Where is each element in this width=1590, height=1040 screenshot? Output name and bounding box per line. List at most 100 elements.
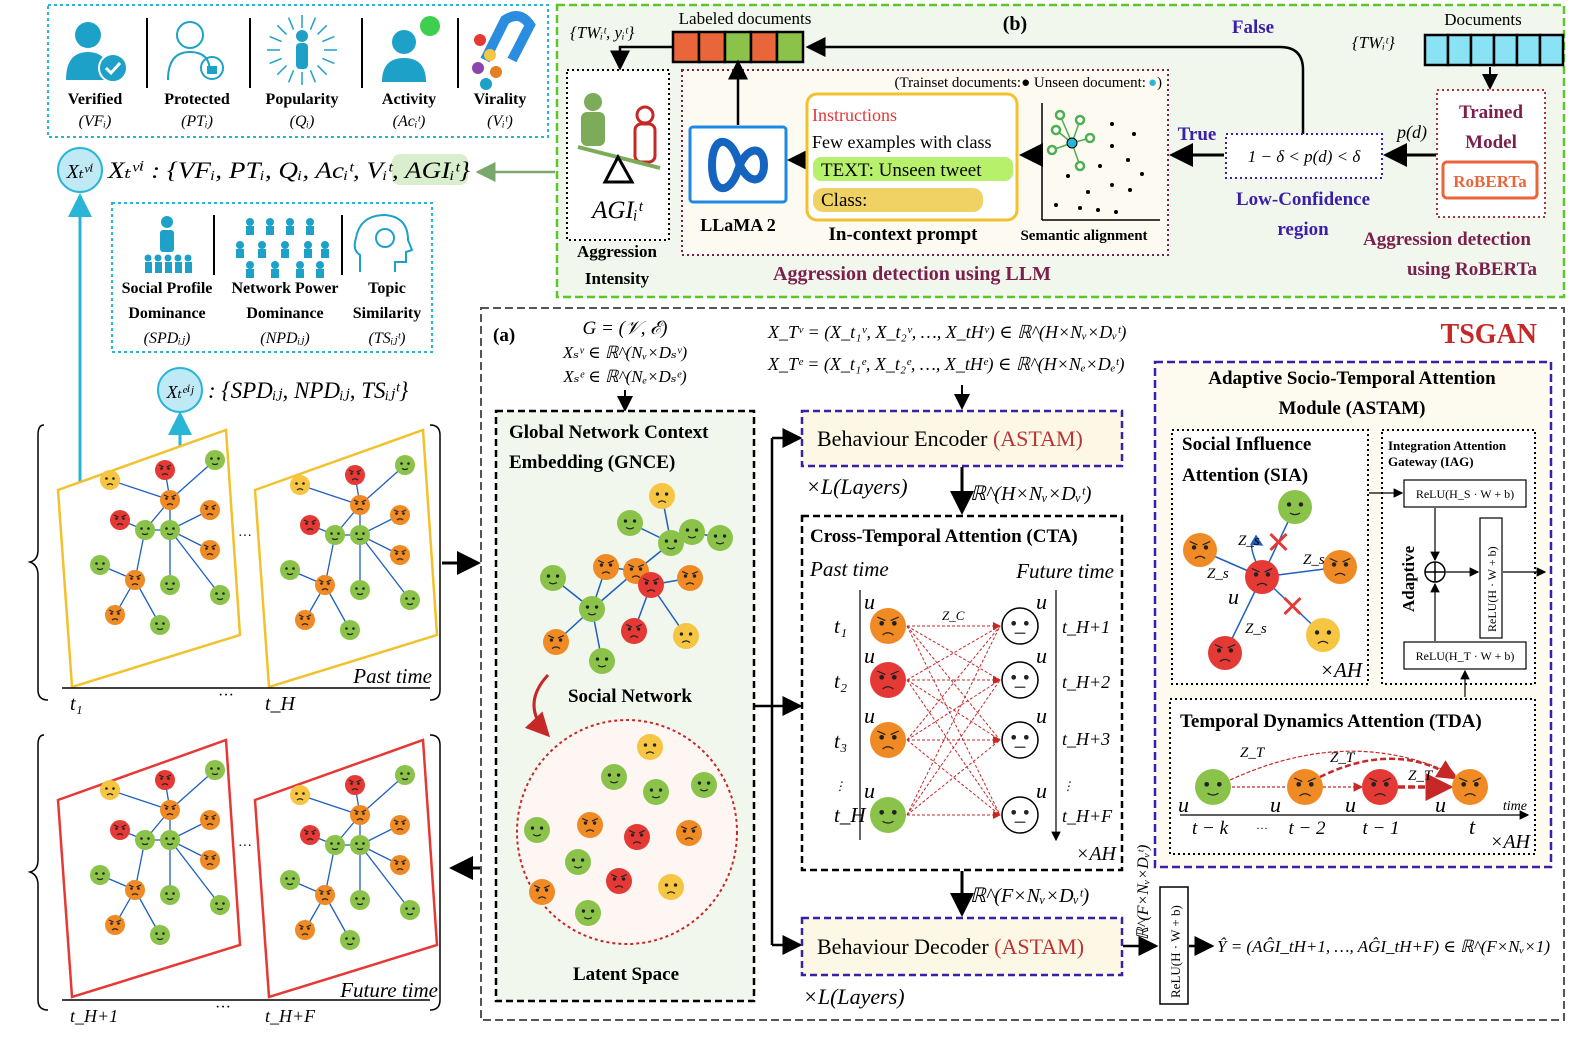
face-brow bbox=[163, 494, 177, 498]
region-label: region bbox=[1277, 219, 1329, 240]
face-eye bbox=[713, 534, 718, 538]
protected-user-icon bbox=[167, 21, 224, 81]
user-emoji-calm bbox=[643, 779, 669, 805]
tda-heads: ×AH bbox=[1490, 831, 1532, 853]
face-eye bbox=[891, 620, 897, 626]
face-circle bbox=[105, 605, 125, 625]
face-circle bbox=[350, 805, 370, 825]
past-time-caption: Past time bbox=[352, 664, 432, 688]
network-edge bbox=[169, 769, 216, 811]
face-eye bbox=[155, 622, 158, 625]
user-emoji-annoyed bbox=[1287, 769, 1323, 805]
face-circle bbox=[673, 623, 699, 649]
face-eye bbox=[685, 528, 690, 532]
face-brow bbox=[627, 563, 645, 568]
online-dot bbox=[420, 16, 440, 36]
face-eye bbox=[692, 574, 697, 578]
ray bbox=[287, 17, 295, 30]
tda-tick: t − k bbox=[1192, 818, 1229, 839]
future-dots: ··· bbox=[215, 999, 231, 1016]
face-eye bbox=[165, 892, 168, 895]
user-emoji-annoyed bbox=[125, 570, 145, 590]
face-mouth bbox=[351, 478, 359, 481]
semantic-caption: Semantic alignment bbox=[1020, 228, 1147, 244]
edge-feature-formula: : {SPDᵢⱼ, NPDᵢⱼ, TSᵢⱼᵗ} bbox=[208, 378, 408, 403]
face-eye bbox=[655, 492, 660, 496]
face-brow bbox=[128, 574, 142, 578]
face-eye bbox=[1298, 502, 1304, 507]
person-head bbox=[306, 218, 314, 226]
face-circle bbox=[350, 835, 370, 855]
face-circle bbox=[160, 885, 180, 905]
trainset-neighbor bbox=[1074, 160, 1086, 172]
face-eye bbox=[627, 627, 632, 631]
face-eye bbox=[608, 563, 613, 567]
user-label: u bbox=[1036, 703, 1047, 728]
astam-subtitle: Module (ASTAM) bbox=[1279, 398, 1426, 419]
feature-popularity: Popularity (Qᵢ) bbox=[266, 91, 339, 130]
face-circle bbox=[617, 510, 643, 536]
face-eye bbox=[130, 887, 133, 890]
face-circle bbox=[870, 608, 906, 644]
face-mouth bbox=[406, 602, 414, 606]
face-mouth bbox=[651, 796, 661, 799]
cross-attention-link bbox=[906, 625, 1001, 816]
face-circle bbox=[575, 900, 601, 926]
user-emoji-annoyed bbox=[1323, 550, 1357, 584]
trainset-neighbor bbox=[1050, 124, 1062, 136]
few-examples-text: Few examples with class bbox=[812, 132, 991, 152]
user-emoji-angry bbox=[155, 460, 175, 480]
face-eye bbox=[1371, 781, 1377, 787]
face-eye bbox=[330, 842, 333, 845]
face-circle bbox=[160, 520, 180, 540]
face-eye bbox=[172, 892, 175, 895]
face-eye bbox=[1308, 781, 1314, 787]
user-label: u bbox=[864, 703, 875, 728]
user-emoji-calm bbox=[565, 849, 591, 875]
user-emoji-angry bbox=[1362, 769, 1398, 805]
user-emoji-angry bbox=[1208, 636, 1242, 670]
user-emoji-neutral bbox=[1001, 607, 1039, 645]
relu-social-box bbox=[1403, 479, 1527, 508]
face-eye bbox=[395, 862, 398, 865]
face-brow bbox=[393, 859, 407, 863]
face-mouth bbox=[396, 518, 404, 521]
user-emoji-calm bbox=[340, 620, 360, 640]
user-emoji-calm bbox=[90, 865, 110, 885]
face-eye bbox=[345, 627, 348, 630]
face-eye bbox=[1023, 620, 1029, 626]
user-emoji-neutral bbox=[1001, 796, 1039, 834]
face-brow bbox=[353, 809, 367, 813]
left-brace bbox=[27, 424, 49, 701]
face-eye bbox=[1011, 734, 1017, 740]
virality-magnet-icon bbox=[472, 11, 536, 90]
network-snapshot bbox=[90, 760, 230, 945]
face-eye bbox=[400, 462, 403, 465]
user-emoji-calm bbox=[579, 596, 605, 622]
person-head bbox=[246, 261, 254, 269]
face-eye bbox=[110, 922, 113, 925]
ball bbox=[480, 78, 492, 90]
user-emoji-sleepy bbox=[100, 470, 120, 490]
thought bbox=[375, 228, 395, 248]
face-mouth bbox=[573, 866, 583, 869]
panel-b-label: (b) bbox=[1003, 13, 1027, 35]
head bbox=[296, 30, 308, 42]
user-emoji-annoyed bbox=[577, 812, 603, 838]
face-brow bbox=[158, 774, 172, 778]
face-mouth bbox=[166, 587, 174, 591]
face-circle bbox=[1195, 769, 1231, 805]
crowd-head bbox=[164, 254, 172, 262]
relu-temporal-label: ReLU(H_T · W + b) bbox=[1416, 649, 1515, 663]
user-emoji-angry bbox=[300, 515, 320, 535]
user-emoji-calm bbox=[350, 890, 370, 910]
face-mouth bbox=[131, 583, 139, 586]
face-circle bbox=[1278, 490, 1312, 524]
node-feature-vector-node bbox=[57, 147, 103, 193]
face-eye bbox=[337, 532, 340, 535]
face-eye bbox=[362, 502, 365, 505]
feature-symbol: (Acᵢᵗ) bbox=[393, 113, 426, 130]
face-eye bbox=[1314, 630, 1320, 635]
face-mouth bbox=[111, 618, 119, 621]
cross-attention-link bbox=[906, 679, 1001, 816]
